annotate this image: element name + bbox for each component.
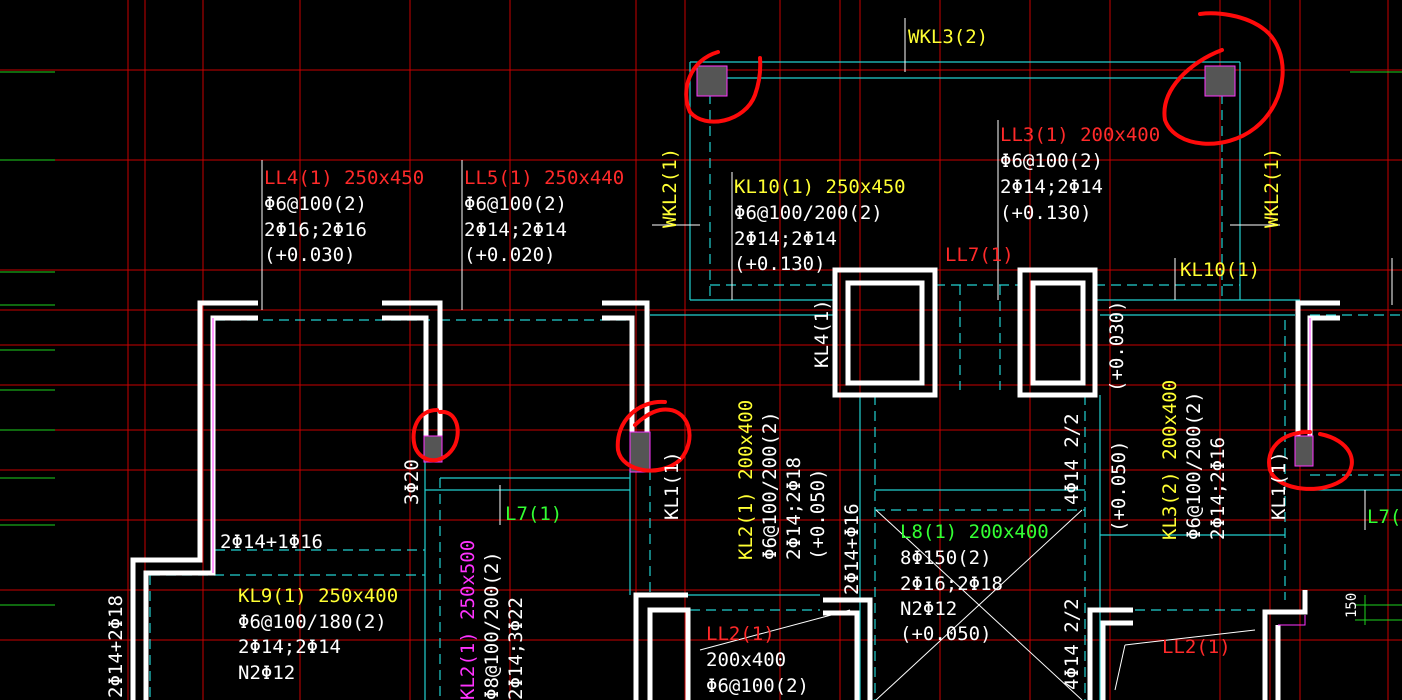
l8-stirrup: 8Φ150(2) [900,547,992,569]
leader-lines [261,18,1393,700]
wall-edge-magenta [212,318,1311,626]
kl3-stirrup: Φ6@100/200(2) [1183,391,1205,540]
ll3-bars: 2Φ14;2Φ14 [1000,176,1103,198]
kl2-mag-stirrup: Φ8@100/200(2) [481,551,503,700]
l8-side: N2Φ12 [900,598,957,620]
kl9-side: N2Φ12 [238,662,295,684]
ll2-a-title: LL2(1) [706,623,775,645]
elev-0030-label: (+0.030) [1106,300,1128,392]
kl10-elev: (+0.130) [734,253,826,275]
kl10-bars: 2Φ14;2Φ14 [734,228,837,250]
l8-bars: 2Φ16;2Φ18 [900,573,1003,595]
ll4-title: LL4(1) 250x450 [264,167,424,189]
dim-150-label: 150 [1344,593,1360,618]
wkl2-right-label: WKL2(1) [1261,148,1283,228]
ll7-label: LL7(1) [945,244,1014,266]
ll2-a-stirrup: Φ6@100(2) [706,675,809,697]
l8-elev: (+0.050) [900,623,992,645]
wkl3-label: WKL3(2) [908,26,988,48]
elev-0050-label: (+0.050) [1108,440,1130,532]
kl10-stirrup: Φ6@100/200(2) [734,202,883,224]
bar-2phi14-2phi18-label: 2Φ14+2Φ18 [105,595,127,698]
kl9-bars: 2Φ14;2Φ14 [238,636,341,658]
axis-grid-green [0,71,1402,625]
kl2-mag-bars: 2Φ14;3Φ22 [505,597,527,700]
kl2-stirrup: Φ6@100/200(2) [759,411,781,560]
kl1-label-a: KL1(1) [661,451,683,520]
kl3-bars: 2Φ14;2Φ16 [1207,437,1229,540]
ll2-b-label: LL2(1) [1162,636,1231,658]
kl2-bars: 2Φ14;2Φ18 [783,457,805,560]
ll5-bars: 2Φ14;2Φ14 [464,219,567,241]
bar-4phi14-b-label: 4Φ14 2/2 [1061,598,1083,690]
l8-title: L8(1) 200x400 [900,521,1049,543]
column-hatches [423,65,1314,473]
bar-2phi14-phi16-label: 2Φ14+Φ16 [841,503,863,595]
kl1-label-b: KL1(1) [1268,451,1290,520]
ll5-title: LL5(1) 250x440 [464,167,624,189]
ll4-stirrup: Φ6@100(2) [264,193,367,215]
bar-4phi14-a-label: 4Φ14 2/2 [1061,413,1083,505]
kl10-title: KL10(1) 250x450 [734,176,906,198]
kl9-stirrup: Φ6@100/180(2) [238,611,387,633]
ll2-a-size: 200x400 [706,649,786,671]
kl3-title: KL3(2) 200x400 [1159,380,1181,540]
ll3-elev: (+0.130) [1000,202,1092,224]
beam-outlines [149,61,1402,700]
kl2-title: KL2(1) 200x400 [735,400,757,560]
kl2-elev: (+0.050) [807,468,829,560]
ll5-stirrup: Φ6@100(2) [464,193,567,215]
kl2-mag-title: KL2(1) 250x500 [457,540,479,700]
bar-2phi14-1phi16-label: 2Φ14+1Φ16 [220,531,323,553]
kl9-title: KL9(1) 250x400 [238,585,398,607]
ll3-title: LL3(1) 200x400 [1000,124,1160,146]
kl10-right-label: KL10(1) [1180,259,1260,281]
l7-label-a: L7(1) [505,503,562,525]
bar-3phi20-label: 3Φ20 [401,459,423,505]
ll4-bars: 2Φ16;2Φ16 [264,219,367,241]
kl4-label: KL4(1) [811,299,833,368]
beam-label-text: WKL3(2) WKL2(1) WKL2(1) LL4(1) 250x450 Φ… [105,26,1402,700]
ll4-elev: (+0.030) [264,244,356,266]
wkl2-left-label: WKL2(1) [659,148,681,228]
ll3-stirrup: Φ6@100(2) [1000,150,1103,172]
l7-label-b: L7(1) [1367,506,1402,528]
red-markup-circles [411,11,1354,491]
ll5-elev: (+0.020) [464,244,556,266]
